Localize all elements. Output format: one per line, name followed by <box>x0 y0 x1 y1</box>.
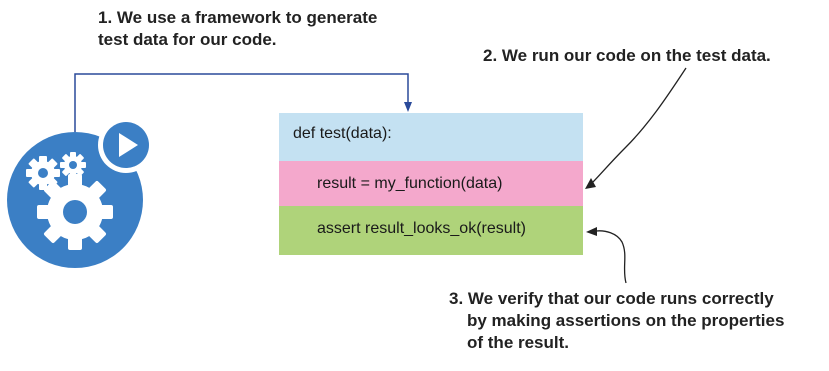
play-triangle-icon <box>119 133 138 157</box>
step3-line3: of the result. <box>467 333 570 352</box>
step1-callout: 1. We use a framework to generate test d… <box>98 7 377 51</box>
step3-line1: 3. We verify that our code runs correctl… <box>449 289 774 308</box>
run-code-arrow <box>591 67 687 184</box>
step3-callout: 3. We verify that our code runs correctl… <box>449 288 784 354</box>
verify-arrowhead <box>586 227 597 236</box>
step2-text: 2. We run our code on the test data. <box>483 46 771 65</box>
code-line-result: result = my_function(data) <box>279 161 583 206</box>
code-line-def: def test(data): <box>279 113 583 161</box>
large-gear-icon <box>37 174 113 250</box>
gears-play-icon <box>7 117 154 268</box>
small-gear-left-icon <box>26 156 60 190</box>
small-gear-right-icon <box>60 152 86 178</box>
framework-to-code-arrowhead <box>404 102 412 112</box>
code-line-assert: assert result_looks_ok(result) <box>279 206 583 255</box>
step1-line2: test data for our code. <box>98 30 277 49</box>
code-box: def test(data): result = my_function(dat… <box>279 113 583 255</box>
run-code-arrowhead <box>585 178 596 189</box>
verify-arrow <box>595 230 627 284</box>
step2-callout: 2. We run our code on the test data. <box>483 45 771 67</box>
step3-line2: by making assertions on the properties <box>467 311 785 330</box>
framework-to-code-arrow <box>74 73 409 132</box>
step1-line1: 1. We use a framework to generate <box>98 8 378 27</box>
